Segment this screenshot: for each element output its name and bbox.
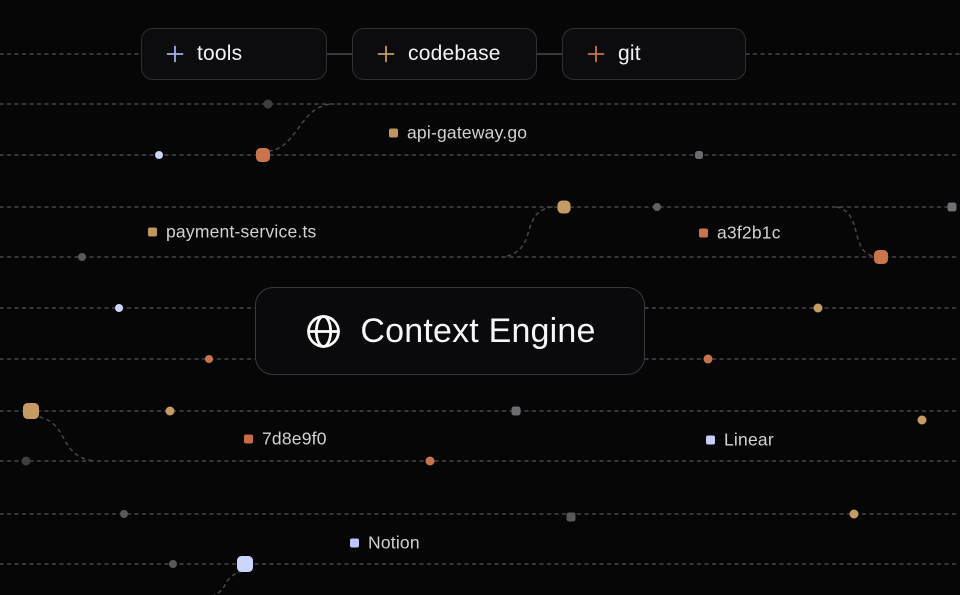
connector-curve bbox=[268, 103, 335, 152]
graph-node-dot bbox=[813, 303, 823, 313]
plus-icon bbox=[587, 45, 605, 63]
graph-node-dot bbox=[425, 456, 435, 466]
graph-node-square bbox=[874, 250, 888, 264]
node-label-text: a3f2b1c bbox=[717, 222, 781, 243]
node-swatch-icon bbox=[148, 227, 157, 237]
node-label: 7d8e9f0 bbox=[244, 429, 327, 450]
node-label: api-gateway.go bbox=[389, 123, 527, 144]
graph-node-square bbox=[566, 512, 576, 522]
graph-node-dot bbox=[263, 99, 273, 109]
node-label: Linear bbox=[706, 430, 774, 451]
node-label-text: payment-service.ts bbox=[166, 221, 317, 242]
node-label: a3f2b1c bbox=[699, 223, 781, 244]
graph-node-square bbox=[237, 556, 253, 572]
graph-node-square bbox=[695, 151, 703, 159]
node-label: payment-service.ts bbox=[148, 222, 316, 243]
graph-node-dot bbox=[653, 203, 661, 211]
graph-node-dot bbox=[165, 406, 175, 416]
graph-node-square bbox=[256, 148, 270, 162]
graph-node-dot bbox=[917, 415, 927, 425]
connector-curve bbox=[836, 206, 874, 257]
graph-node-dot bbox=[703, 354, 713, 364]
git-button-label: git bbox=[618, 42, 641, 65]
graph-node-dot bbox=[120, 510, 128, 518]
tools-button[interactable]: tools bbox=[141, 28, 327, 80]
tools-button-label: tools bbox=[197, 42, 243, 65]
graph-node-dot bbox=[849, 509, 859, 519]
node-swatch-icon bbox=[244, 434, 253, 444]
node-label-text: api-gateway.go bbox=[407, 122, 528, 143]
context-engine-label: Context Engine bbox=[360, 311, 596, 350]
context-engine-button[interactable]: Context Engine bbox=[255, 287, 645, 375]
graph-node-dot bbox=[155, 151, 163, 159]
plus-icon bbox=[166, 45, 184, 63]
graph-node-dot bbox=[169, 560, 177, 568]
node-swatch-icon bbox=[350, 538, 359, 548]
node-label-text: Linear bbox=[724, 429, 774, 450]
graph-node-square bbox=[23, 403, 39, 419]
codebase-button-label: codebase bbox=[408, 42, 501, 65]
node-swatch-icon bbox=[389, 128, 398, 138]
node-swatch-icon bbox=[706, 435, 715, 445]
graph-node-dot bbox=[78, 253, 86, 261]
graph-node-square bbox=[557, 200, 571, 214]
connector-curve bbox=[501, 206, 553, 258]
node-label: Notion bbox=[350, 533, 420, 554]
codebase-button[interactable]: codebase bbox=[352, 28, 537, 80]
connector-curve bbox=[213, 570, 243, 595]
graph-node-dot bbox=[205, 355, 213, 363]
graph-node-square bbox=[947, 202, 957, 212]
graph-node-dot bbox=[115, 304, 123, 312]
git-button[interactable]: git bbox=[562, 28, 746, 80]
node-label-text: Notion bbox=[368, 532, 420, 553]
globe-icon bbox=[307, 314, 341, 348]
node-swatch-icon bbox=[699, 228, 708, 238]
graph-node-dot bbox=[21, 456, 31, 466]
connector-curve bbox=[39, 416, 95, 462]
graph-node-square bbox=[511, 406, 521, 416]
node-label-text: 7d8e9f0 bbox=[262, 428, 327, 449]
plus-icon bbox=[377, 45, 395, 63]
